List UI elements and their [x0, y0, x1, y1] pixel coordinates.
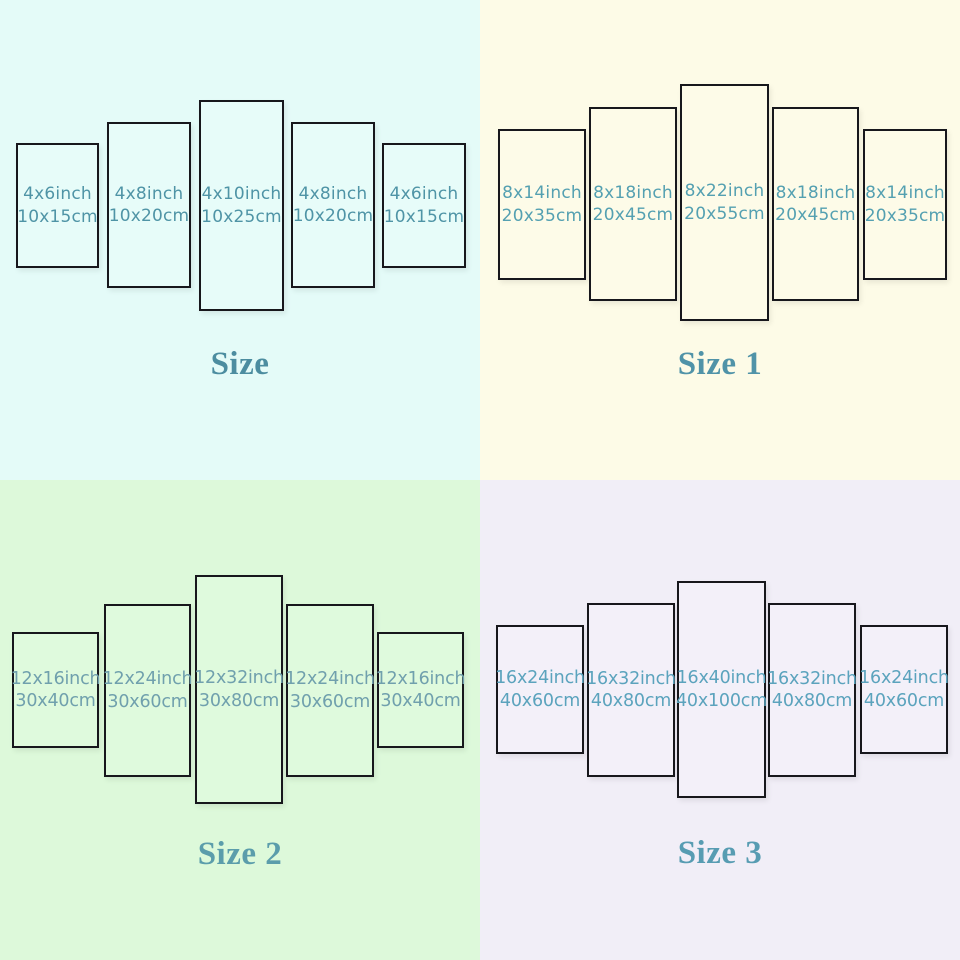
- panel-label: 8x22inch 20x55cm: [684, 180, 765, 224]
- canvas-panel: 12x16inch 30x40cm: [376, 632, 466, 748]
- canvas-panel: 4x10inch 10x25cm: [199, 100, 284, 311]
- panel-label: 12x16inch 30x40cm: [11, 668, 101, 712]
- panel-size-inch: 16x32inch: [767, 668, 857, 689]
- panel-label: 4x6inch 10x15cm: [384, 183, 465, 227]
- panel-size-inch: 16x32inch: [586, 668, 676, 689]
- panel-size-cm: 20x45cm: [775, 205, 856, 225]
- canvas-panel: 12x32inch 30x80cm: [194, 575, 284, 804]
- panel-label: 8x18inch 20x45cm: [593, 182, 674, 226]
- canvas-panel: 4x6inch 10x15cm: [382, 143, 466, 268]
- quadrant-size-1: 8x14inch 20x35cm 8x18inch 20x45cm 8x22in…: [480, 0, 960, 480]
- panel-size-inch: 16x24inch: [859, 668, 949, 689]
- panel-size-cm: 40x80cm: [590, 691, 672, 711]
- panel-size-cm: 40x100cm: [675, 690, 768, 711]
- panel-label: 16x24inch 40x60cm: [859, 667, 949, 711]
- canvas-panel: 8x18inch 20x45cm: [772, 107, 859, 301]
- panel-label: 4x8inch 10x20cm: [109, 183, 190, 227]
- panel-label: 12x24inch 30x60cm: [285, 668, 375, 712]
- quadrant-size-2: 12x16inch 30x40cm 12x24inch 30x60cm 12x3…: [0, 480, 480, 960]
- panel-size-inch: 8x18inch: [593, 182, 673, 203]
- canvas-panel: 16x24inch 40x60cm: [859, 625, 949, 754]
- quadrant-title: Size 2: [197, 836, 283, 872]
- quadrant-title: Size 3: [677, 835, 763, 871]
- panel-size-cm: 10x15cm: [383, 206, 465, 227]
- panel-size-inch: 12x24inch: [285, 669, 375, 690]
- panel-size-inch: 8x18inch: [775, 182, 856, 203]
- panel-label: 12x24inch 30x60cm: [103, 668, 193, 712]
- panel-size-cm: 30x60cm: [107, 691, 188, 712]
- panel-size-cm: 10x15cm: [17, 206, 98, 227]
- panel-label: 8x14inch 20x35cm: [865, 182, 946, 226]
- panel-size-cm: 30x60cm: [289, 691, 371, 712]
- canvas-panel: 12x16inch 30x40cm: [11, 632, 101, 748]
- panel-size-inch: 16x24inch: [495, 668, 585, 689]
- panel-label: 4x6inch 10x15cm: [17, 183, 98, 227]
- quadrant-size: 4x6inch 10x15cm 4x8inch 10x20cm 4x10inch…: [0, 0, 480, 480]
- canvas-panel: 12x24inch 30x60cm: [285, 604, 375, 777]
- panel-label: 8x14inch 20x35cm: [502, 182, 583, 226]
- panel-size-inch: 12x32inch: [194, 668, 284, 689]
- panel-size-inch: 4x8inch: [298, 183, 368, 204]
- panel-size-inch: 12x24inch: [102, 669, 193, 690]
- panel-size-cm: 20x45cm: [592, 205, 674, 225]
- canvas-panel: 16x40inch 40x100cm: [676, 581, 767, 798]
- panel-label: 16x32inch 40x80cm: [586, 668, 676, 712]
- canvas-panel: 4x8inch 10x20cm: [291, 122, 375, 288]
- panel-size-cm: 10x20cm: [292, 206, 374, 226]
- panel-size-inch: 4x6inch: [23, 184, 92, 205]
- panel-size-cm: 20x35cm: [501, 205, 583, 226]
- quadrant-title: Size 1: [677, 346, 763, 382]
- panel-label: 12x16inch 30x40cm: [376, 668, 466, 712]
- panel-size-cm: 30x40cm: [15, 691, 96, 711]
- canvas-panel: 8x14inch 20x35cm: [863, 129, 947, 280]
- panel-size-inch: 8x14inch: [502, 183, 582, 204]
- panel-size-inch: 16x40inch: [676, 668, 767, 689]
- panel-size-cm: 20x35cm: [864, 205, 946, 226]
- panel-label: 16x32inch 40x80cm: [767, 668, 857, 712]
- panel-label: 16x40inch 40x100cm: [676, 667, 767, 711]
- panel-size-cm: 40x60cm: [863, 690, 945, 711]
- panel-size-inch: 4x10inch: [201, 184, 282, 205]
- panel-size-cm: 40x80cm: [771, 691, 853, 711]
- panel-size-cm: 10x25cm: [201, 206, 282, 227]
- quadrant-title: Size: [210, 346, 270, 382]
- panel-size-inch: 12x16inch: [375, 668, 466, 689]
- panel-size-cm: 30x80cm: [198, 690, 280, 711]
- panel-size-cm: 30x40cm: [380, 691, 461, 711]
- panel-label: 4x8inch 10x20cm: [293, 183, 374, 227]
- panel-label: 8x18inch 20x45cm: [775, 182, 856, 226]
- canvas-panel: 4x6inch 10x15cm: [16, 143, 99, 268]
- canvas-panel: 8x22inch 20x55cm: [680, 84, 769, 321]
- panel-size-inch: 8x14inch: [865, 183, 945, 204]
- canvas-panel: 16x32inch 40x80cm: [767, 603, 857, 777]
- canvas-panel: 12x24inch 30x60cm: [103, 604, 193, 777]
- panel-size-cm: 40x60cm: [499, 690, 581, 711]
- quadrant-size-3: 16x24inch 40x60cm 16x32inch 40x80cm 16x4…: [480, 480, 960, 960]
- canvas-panel: 4x8inch 10x20cm: [107, 122, 191, 288]
- panel-size-inch: 12x16inch: [10, 668, 101, 689]
- canvas-panel: 8x14inch 20x35cm: [498, 129, 586, 280]
- panel-label: 16x24inch 40x60cm: [495, 667, 585, 711]
- panel-size-cm: 20x55cm: [684, 203, 765, 224]
- panel-label: 12x32inch 30x80cm: [194, 667, 284, 711]
- canvas-panel: 16x24inch 40x60cm: [495, 625, 585, 754]
- panel-size-inch: 4x8inch: [114, 183, 184, 204]
- canvas-panel: 16x32inch 40x80cm: [586, 603, 676, 777]
- panel-size-inch: 4x6inch: [389, 184, 459, 205]
- panel-size-inch: 8x22inch: [684, 181, 765, 202]
- panel-label: 4x10inch 10x25cm: [201, 183, 282, 227]
- panel-size-cm: 10x20cm: [108, 206, 190, 226]
- canvas-panel: 8x18inch 20x45cm: [589, 107, 677, 301]
